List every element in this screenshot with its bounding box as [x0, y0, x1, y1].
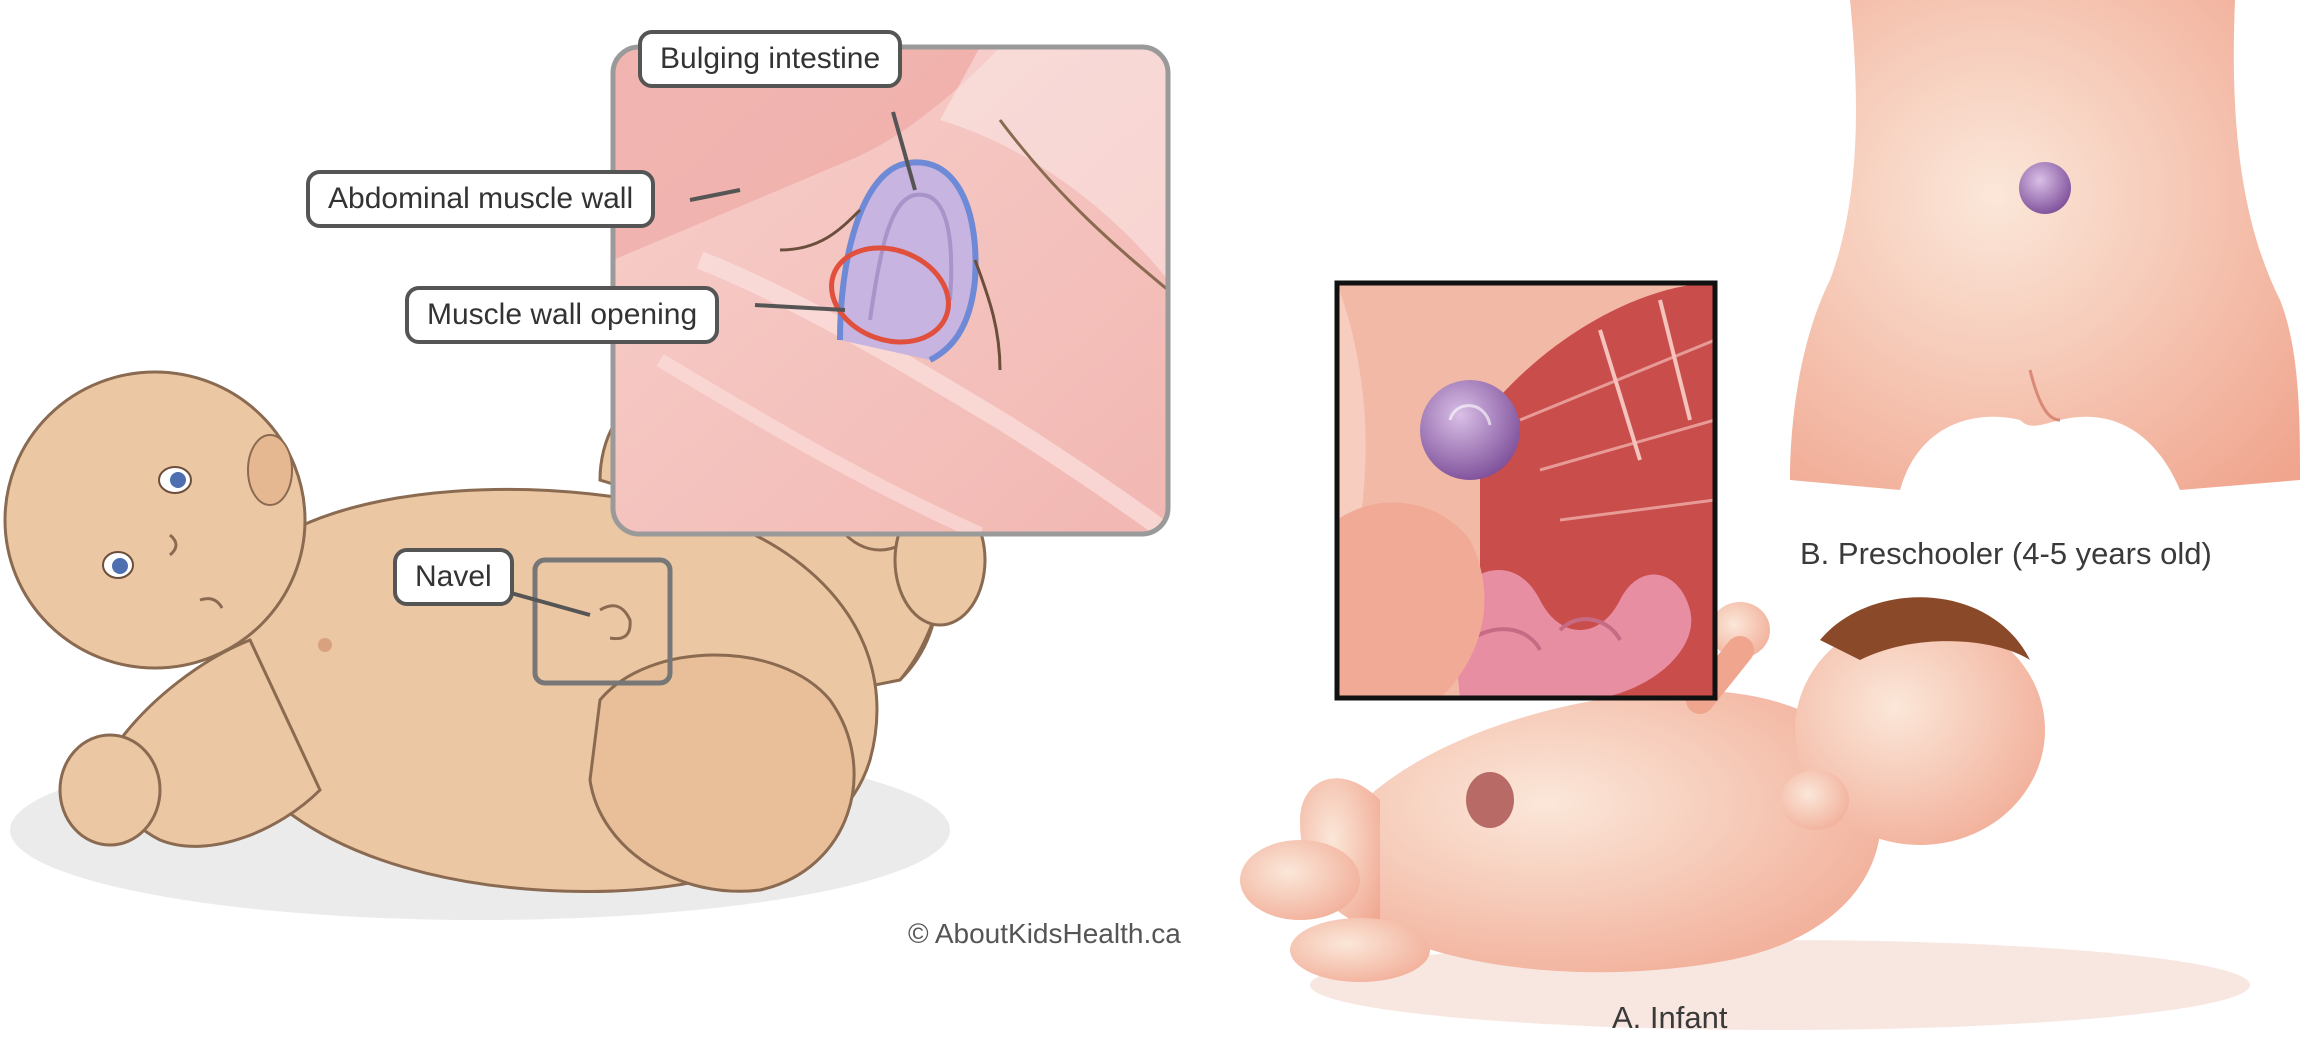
label-muscle-wall-opening: Muscle wall opening	[405, 286, 720, 344]
preschooler-torso	[1790, 0, 2300, 490]
copyright-notice: © AboutKidsHealth.ca	[908, 918, 1181, 949]
caption-preschooler: B. Preschooler (4-5 years old)	[1800, 536, 2212, 571]
caption-infant: A. Infant	[1612, 1000, 1728, 1035]
label-navel: Navel	[393, 548, 514, 606]
realistic-infant	[1240, 597, 2250, 1030]
label-bulging-intestine: Bulging intestine	[638, 30, 903, 88]
label-abdominal-muscle-wall: Abdominal muscle wall	[306, 170, 656, 228]
callout-pointers	[689, 111, 917, 312]
muscle-inset	[1334, 280, 1718, 701]
